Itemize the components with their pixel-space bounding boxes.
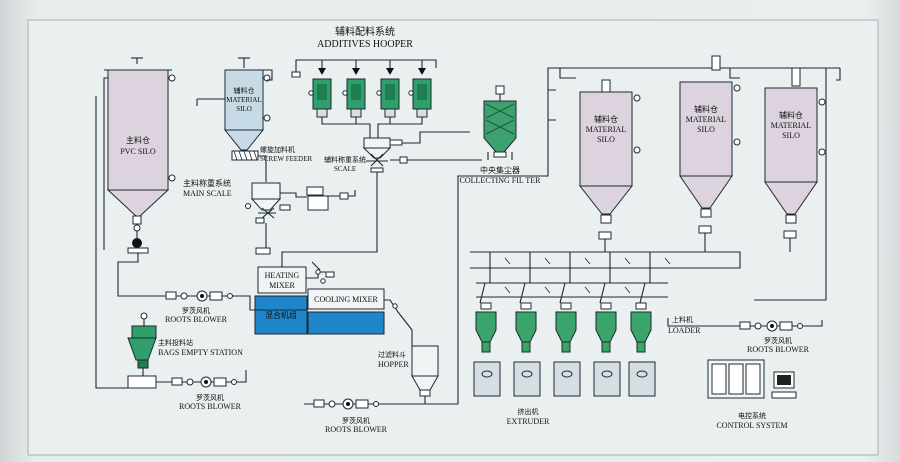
material-silo-3: 辅料仓 MATERIAL SILO [764, 67, 826, 239]
material-silo-3-cn: 辅料仓 [779, 110, 803, 120]
mixing-unit: HEATING MIXER 混合机组 COOLING MIXER [254, 261, 385, 335]
heating-mixer-label-1: HEATING [265, 271, 300, 280]
hopper-cn: 过滤料斗 [378, 350, 406, 359]
additives-title-en: ADDITIVES HOOPER [317, 39, 413, 50]
filter-hopper: 过滤料斗 HOPPER [378, 299, 439, 404]
screw-feeder-en: SCREW FEEDER [260, 155, 313, 163]
control-cn: 电控系统 [738, 411, 766, 420]
pvc-inlet-line [103, 77, 108, 250]
heating-mixer-label-2: MIXER [269, 281, 295, 290]
small-dust-filter [306, 186, 356, 211]
material-silo-2: 辅料仓 MATERIAL SILO [679, 55, 741, 234]
mixing-unit-cn: 混合机组 [265, 310, 297, 320]
additive-hopper-1 [308, 68, 332, 118]
loader-5 [628, 302, 656, 397]
material-silo-1-cn: 辅料仓 [594, 114, 618, 124]
collecting-filter-en: COLLECTING FIL TER [460, 176, 542, 185]
loader-3 [553, 302, 581, 397]
additive-hopper-4 [408, 68, 432, 118]
screw-feeder-cn: 螺旋加料机 [260, 145, 295, 154]
hopper-en: HOPPER [378, 360, 409, 369]
extruder-cn: 挤出机 [518, 407, 539, 416]
main-scale-en: MAIN SCALE [183, 189, 232, 198]
additives-hopper-group: 辅料配料系统 ADDITIVES HOOPER [291, 25, 437, 138]
material-silo-2-cn: 辅料仓 [694, 104, 718, 114]
material-silo-blue-en2: SILO [236, 105, 252, 113]
bags-station-cn: 主料投料站 [158, 338, 193, 347]
pvc-silo-label-cn: 主料仓 [126, 135, 150, 145]
roots-blower-4-cn: 罗茨风机 [764, 336, 792, 345]
material-silo-blue: 辅料仓 MATERIAL SILO [223, 57, 271, 151]
heating-mixer-box [257, 266, 307, 294]
roots-blower-3-en: ROOTS BLOWER [325, 425, 388, 434]
roots-blower-1: 罗茨风机 ROOTS BLOWER [160, 290, 308, 324]
loader-cn: 上料机 [672, 315, 693, 324]
roots-blower-1-en: ROOTS BLOWER [165, 315, 228, 324]
roots-blower-4-en: ROOTS BLOWER [747, 345, 810, 354]
silo-discharge-line [470, 251, 741, 269]
pvc-outlet-line [117, 253, 160, 297]
material-silo-2-en: MATERIAL [686, 115, 727, 124]
control-en: CONTROL SYSTEM [716, 421, 787, 430]
additive-hopper-2 [342, 68, 366, 118]
main-scale: 主料称重系统 MAIN SCALE [183, 178, 291, 224]
material-silo-1-en: MATERIAL [586, 125, 627, 134]
extruder-en: EXTRUDER [507, 417, 550, 426]
additives-title-cn: 辅料配料系统 [335, 25, 395, 38]
control-system: 电控系统 CONTROL SYSTEM [707, 359, 797, 430]
roots-blower-2-cn: 罗茨风机 [196, 393, 224, 402]
mixer-unit-blue [254, 295, 308, 335]
bags-empty-station: 主料投料站 BAGS EMPTY STATION [127, 312, 243, 389]
main-scale-cn: 主料称重系统 [183, 178, 231, 188]
cooling-mixer-label: COOLING MIXER [314, 295, 378, 304]
material-silo-3-en2: SILO [782, 131, 800, 140]
pvc-silo: 主料仓 PVC SILO [104, 57, 176, 254]
screw-feeder: 螺旋加料机 SCREW FEEDER [231, 145, 313, 182]
material-silo-1: 辅料仓 MATERIAL SILO [559, 68, 641, 240]
loader-2 [513, 302, 541, 397]
loader-4 [593, 302, 621, 397]
additive-hopper-3 [376, 68, 400, 118]
collecting-filter-cn: 中央集尘器 [480, 165, 520, 175]
pvc-silo-label-en: PVC SILO [120, 147, 156, 156]
additive-scale-cn: 辅料称重系统 [324, 155, 366, 164]
roots-blower-2: 罗茨风机 ROOTS BLOWER [156, 370, 247, 411]
additive-to-mixer-line [281, 172, 378, 267]
material-silo-blue-en: MATERIAL [226, 96, 261, 104]
loader-1 [473, 302, 501, 397]
bags-station-en: BAGS EMPTY STATION [158, 348, 243, 357]
additive-scale: 辅料称重系统 SCALE [324, 131, 482, 173]
blue-silo-feed-line [230, 69, 273, 81]
material-silo-1-en2: SILO [597, 135, 615, 144]
material-silo-3-en: MATERIAL [771, 121, 812, 130]
additive-scale-en: SCALE [334, 165, 356, 173]
bag-station-line [95, 96, 128, 389]
roots-blower-1-cn: 罗茨风机 [182, 306, 210, 315]
collecting-filter: 中央集尘器 COLLECTING FIL TER [460, 85, 542, 185]
roots-blower-2-en: ROOTS BLOWER [179, 402, 242, 411]
roots-blower-4: 罗茨风机 ROOTS BLOWER [667, 318, 823, 354]
cooling-mixer-box [307, 288, 385, 310]
material-silo-blue-cn: 辅料仓 [234, 86, 255, 95]
roots-blower-3-cn: 罗茨风机 [342, 416, 370, 425]
loader-en: LOADER [668, 326, 701, 335]
material-silo-2-en2: SILO [697, 125, 715, 134]
